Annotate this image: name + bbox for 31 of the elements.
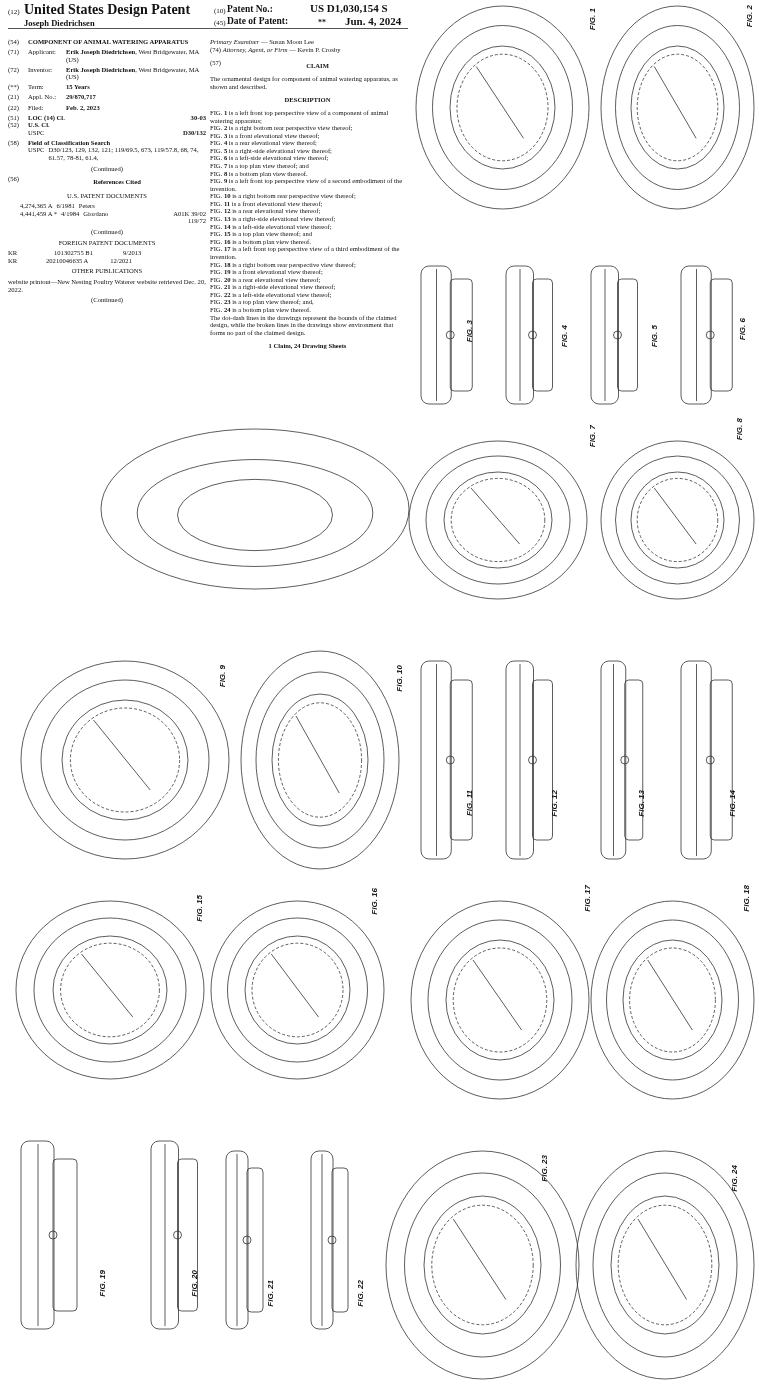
figure-label: FIG. 23 — [540, 1155, 549, 1182]
figure-label: FIG. 15 — [195, 895, 204, 922]
figure-label: FIG. 18 — [742, 885, 751, 912]
figure-label: FIG. 12 — [550, 790, 559, 817]
figure-label: FIG. 2 — [745, 5, 754, 28]
figure-label: FIG. 16 — [370, 888, 379, 915]
figure-label: FIG. 3 — [465, 320, 474, 343]
inventor-name: Joseph Diedrichsen — [24, 18, 95, 28]
figure-label: FIG. 8 — [735, 418, 744, 441]
figure-label: FIG. 10 — [395, 665, 404, 692]
patent-date: Jun. 4, 2024 — [345, 15, 402, 27]
figure-label: FIG. 14 — [728, 790, 737, 817]
figure-label: FIG. 17 — [583, 885, 592, 912]
figure-label: FIG. 19 — [98, 1270, 107, 1297]
patent-title: United States Design Patent — [24, 2, 191, 18]
figure-label: FIG. 24 — [730, 1165, 739, 1192]
figure-label: FIG. 1 — [588, 8, 597, 31]
patent-number: US D1,030,154 S — [310, 2, 388, 14]
figure-label: FIG. 11 — [465, 790, 474, 817]
figure-label: FIG. 20 — [190, 1270, 199, 1297]
figure-label: FIG. 4 — [560, 325, 569, 348]
figure-label: FIG. 5 — [650, 325, 659, 348]
figure-label: FIG. 21 — [266, 1280, 275, 1307]
figure-label: FIG. 13 — [637, 790, 646, 817]
figure-label: FIG. 9 — [218, 665, 227, 688]
figure-label: FIG. 6 — [738, 318, 747, 341]
figure-label: FIG. 7 — [588, 425, 597, 448]
footnote-mark: ** — [318, 18, 326, 27]
field-label: Patent No.: — [227, 4, 273, 14]
figure-label: FIG. 22 — [356, 1280, 365, 1307]
field-label: Date of Patent: — [227, 16, 289, 26]
